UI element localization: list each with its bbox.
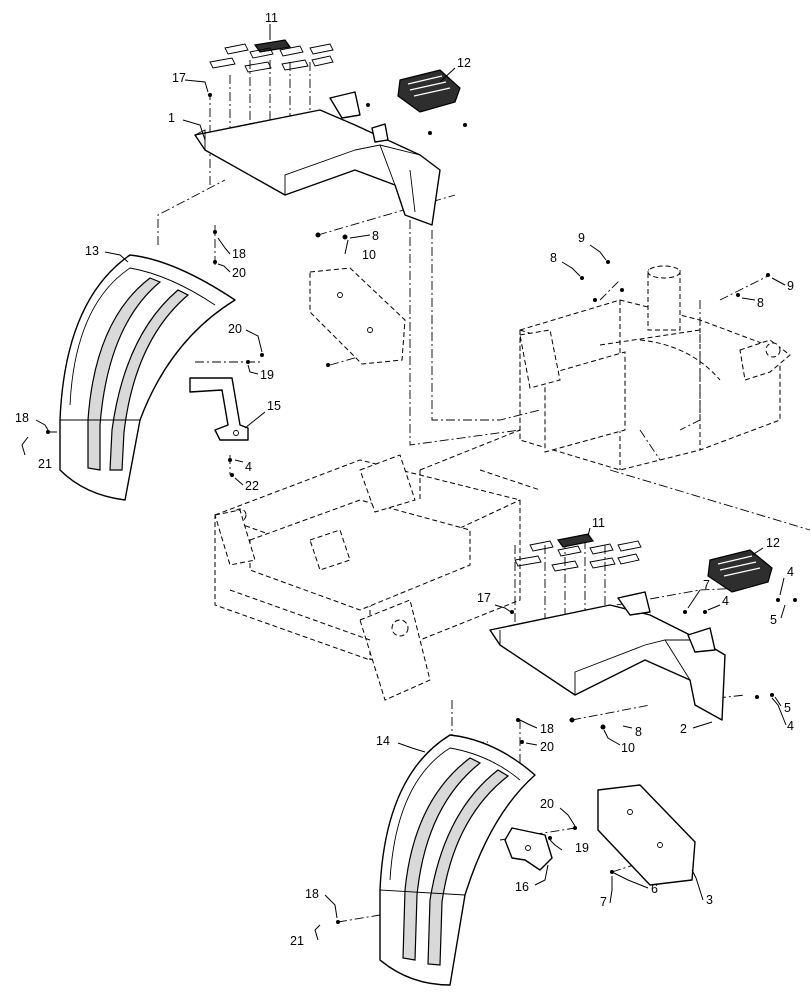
- callout-9: 9: [578, 231, 585, 245]
- plate-lower: [597, 784, 696, 886]
- fender-left: [59, 254, 236, 501]
- callout-labels: 11 12 17 1 8 10 13 18 20 20 19 15 18 21 …: [15, 11, 794, 948]
- callout-4: 4: [245, 460, 252, 474]
- decal-upper: [209, 39, 334, 73]
- callout-10: 10: [621, 741, 635, 755]
- callout-3: 3: [706, 893, 713, 907]
- callout-18: 18: [15, 411, 29, 425]
- callout-8: 8: [550, 251, 557, 265]
- callout-11: 11: [592, 516, 605, 530]
- callout-18: 18: [232, 247, 246, 261]
- callout-4: 4: [787, 719, 794, 733]
- step-pad-upper: [397, 69, 461, 113]
- step-panel-left: [194, 91, 441, 226]
- callout-15: 15: [267, 399, 281, 413]
- callout-1: 1: [168, 111, 175, 125]
- callout-20: 20: [232, 266, 246, 280]
- callout-4: 4: [722, 594, 729, 608]
- callout-9: 9: [787, 279, 794, 293]
- callout-8: 8: [757, 296, 764, 310]
- callout-8: 8: [372, 229, 379, 243]
- callout-20: 20: [540, 740, 554, 754]
- decal-lower: [514, 533, 642, 572]
- callout-19: 19: [575, 841, 589, 855]
- callout-7: 7: [703, 578, 710, 592]
- callout-8: 8: [635, 725, 642, 739]
- fasteners: [46, 93, 797, 924]
- step-pad-lower: [707, 549, 773, 593]
- callout-18: 18: [540, 722, 554, 736]
- callout-21: 21: [290, 934, 304, 948]
- callout-17: 17: [172, 71, 186, 85]
- callout-18: 18: [305, 887, 319, 901]
- callout-12: 12: [457, 56, 471, 70]
- callout-21: 21: [38, 457, 52, 471]
- bracket-15: [189, 377, 249, 441]
- leader-lines: [21, 24, 787, 941]
- callout-12: 12: [766, 536, 780, 550]
- bracket-16: [504, 827, 553, 871]
- callout-7: 7: [600, 895, 607, 909]
- callout-14: 14: [376, 734, 390, 748]
- callout-10: 10: [362, 248, 376, 262]
- machine-frame: [214, 265, 791, 701]
- step-panel-right: [489, 591, 726, 721]
- callout-5: 5: [770, 613, 777, 627]
- callout-17: 17: [477, 591, 491, 605]
- callout-13: 13: [85, 244, 99, 258]
- callout-20: 20: [540, 797, 554, 811]
- callout-6: 6: [651, 882, 658, 896]
- callout-16: 16: [515, 880, 529, 894]
- callout-4: 4: [787, 565, 794, 579]
- callout-5: 5: [784, 701, 791, 715]
- callout-2: 2: [680, 722, 687, 736]
- callout-19: 19: [260, 368, 274, 382]
- plate-upper: [309, 267, 406, 365]
- callout-22: 22: [245, 479, 259, 493]
- fender-right: [379, 734, 536, 986]
- callout-20: 20: [228, 322, 242, 336]
- callout-11: 11: [265, 11, 278, 25]
